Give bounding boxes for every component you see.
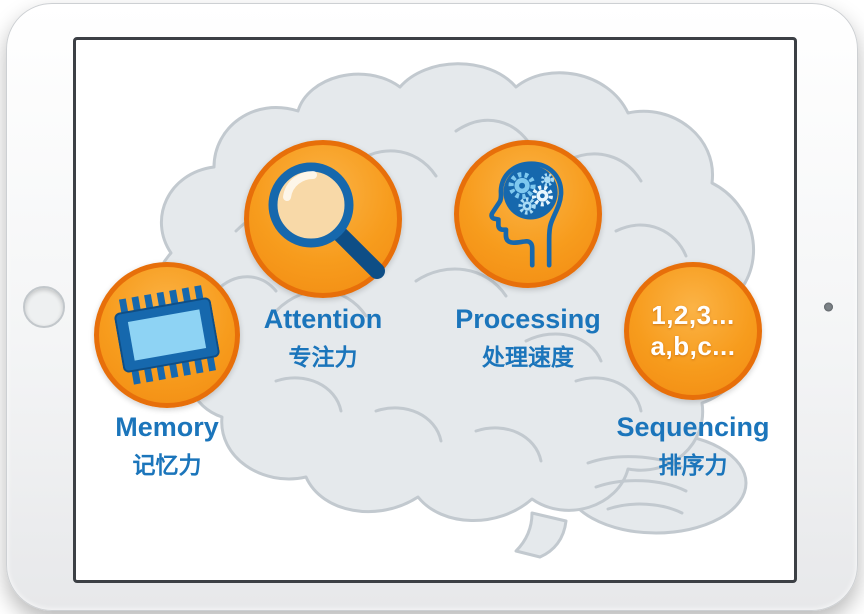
magnifier-icon <box>268 162 385 279</box>
attention-label: Attention <box>263 304 383 334</box>
processing-label-zh: 处理速度 <box>482 344 574 370</box>
sequencing-label: Sequencing <box>616 412 770 442</box>
skill-circle-processing[interactable] <box>454 140 602 288</box>
sequencing-numbers: 1,2,3... <box>651 300 735 331</box>
memory-label: Memory <box>115 412 219 442</box>
sequencing-label-zh: 排序力 <box>658 452 728 478</box>
home-button[interactable] <box>23 286 65 328</box>
screen: 1,2,3... a,b,c... Memory 记忆力 Attention 专… <box>73 37 797 583</box>
tablet-frame: 1,2,3... a,b,c... Memory 记忆力 Attention 专… <box>6 3 858 611</box>
skill-circle-attention[interactable] <box>244 140 402 298</box>
processing-label: Processing <box>455 304 601 334</box>
skill-circle-memory[interactable] <box>94 262 240 408</box>
chip-icon <box>114 285 220 385</box>
head-gears-icon <box>489 161 564 268</box>
skill-circle-sequencing[interactable]: 1,2,3... a,b,c... <box>624 262 762 400</box>
attention-label-zh: 专注力 <box>288 344 358 370</box>
sequencing-letters: a,b,c... <box>650 331 736 361</box>
memory-label-zh: 记忆力 <box>132 452 202 478</box>
camera-dot <box>824 302 833 312</box>
